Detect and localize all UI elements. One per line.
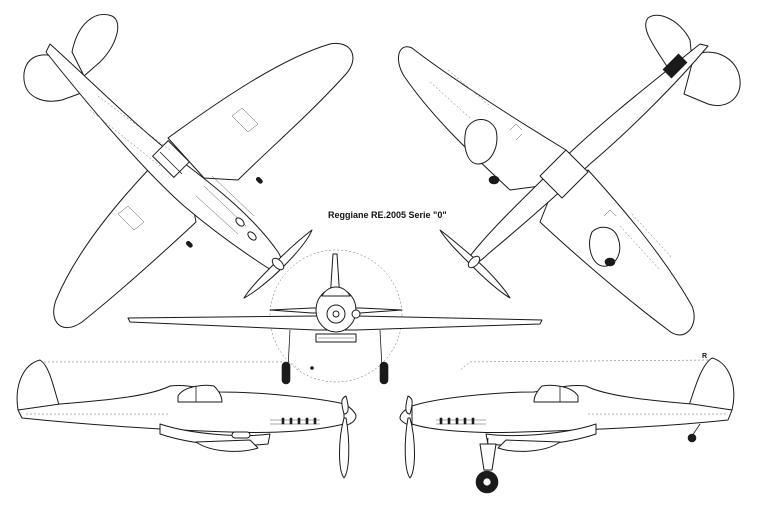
top-view-tailplane-starboard <box>71 14 119 77</box>
bottom-view-tailplane-port <box>645 14 693 69</box>
bottom-view-wing-port <box>397 46 567 191</box>
right-profile: R <box>399 353 735 494</box>
right-profile-fuselage <box>411 385 733 434</box>
top-view <box>23 14 354 328</box>
right-profile-canopy <box>533 384 579 403</box>
right-profile-fin <box>687 357 735 411</box>
top-view-wing-port <box>53 167 197 328</box>
front-view-wheel-left <box>281 361 291 385</box>
top-view-wing-starboard <box>167 42 354 181</box>
front-view-wheel-right <box>379 361 389 385</box>
right-profile-tail-wheel <box>687 433 697 443</box>
left-profile-fin <box>16 359 61 411</box>
top-view-canopy <box>152 140 190 178</box>
bottom-view-tailplane-starboard <box>683 51 741 106</box>
left-profile-fuselage <box>17 385 345 434</box>
right-profile-propeller <box>404 395 415 479</box>
view-marker-label: R <box>702 353 707 360</box>
left-profile <box>16 359 357 479</box>
top-view-tailplane-port <box>23 54 85 102</box>
front-view <box>127 249 543 385</box>
left-profile-propeller <box>339 395 350 479</box>
left-profile-canopy <box>177 384 223 403</box>
bottom-view <box>397 14 741 336</box>
front-view-propeller-arc <box>269 249 403 383</box>
drawing-title: Reggiane RE.2005 Serie "0" <box>328 210 447 220</box>
